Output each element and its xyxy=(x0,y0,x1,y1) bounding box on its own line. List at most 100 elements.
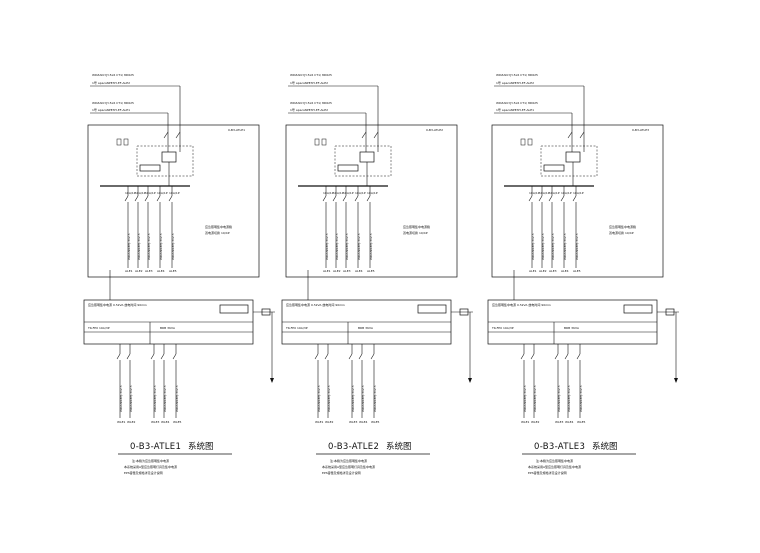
cable-spec: WDZAN-BYJ-3x2.5 xyxy=(137,233,141,260)
circuit-breaker-contact xyxy=(560,195,565,202)
cable-spec: WDZAN-BYJ-3x2.5 xyxy=(327,385,331,412)
footnote: 本系统采用A型应急照明灯具及集中电源 xyxy=(528,464,581,469)
lower-circuit-label: WLE3 xyxy=(349,420,358,424)
circuit-breaker-contact xyxy=(538,195,543,202)
cable-spec: WDZAN-BYJ-3x2.5 xyxy=(369,233,373,260)
footnote: 本系统采用A型应急照明灯具及集中电源 xyxy=(322,464,375,469)
box-note: 应急照明集中电源箱 xyxy=(609,224,636,229)
breaker-rating: 10A/1P xyxy=(343,191,354,195)
cable-spec: WDZAN-BYJ-3x2.5 xyxy=(159,233,163,260)
ats-dashed-frame xyxy=(540,145,598,177)
lower-circuit-label: WLE3 xyxy=(151,420,160,424)
cable-spec: WDZAN-BYJ-3x2.5 xyxy=(147,233,151,260)
circuit-label: ALE2 xyxy=(333,269,341,273)
footnote: 注:本箱为应急照明集中电源 xyxy=(536,458,573,463)
cable-spec: WDZAN-BYJ-3x2.5 xyxy=(579,385,583,412)
lower-breaker-contact xyxy=(530,353,535,360)
lower-breaker-contact xyxy=(126,353,131,360)
eps-source-label: BRB 3KVA xyxy=(358,326,374,330)
breaker-rating: 10A/1P xyxy=(135,191,146,195)
feeder-main-destination: 1号 apacsNPE3H-EF-ALE2 xyxy=(290,80,328,85)
lower-breaker-contact xyxy=(160,353,165,360)
footnote: EPS容量及规格详见设计说明 xyxy=(322,470,361,475)
eps-source-label: BRB 3KVA xyxy=(160,326,176,330)
lower-circuit-label: WLE1 xyxy=(315,420,324,424)
circuit-label: ALE2 xyxy=(539,269,547,273)
lower-circuit-label: WLE1 xyxy=(521,420,530,424)
cable-spec: WDZAN-BYJ-3x2.5 xyxy=(361,385,365,412)
lower-breaker-contact xyxy=(554,353,559,360)
footnote: EPS容量及规格详见设计说明 xyxy=(124,470,163,475)
lower-breaker-contact xyxy=(116,353,121,360)
caption-title: 系统图 xyxy=(386,441,412,452)
lower-circuit-label: WLE3 xyxy=(555,420,564,424)
arrow-down-icon xyxy=(468,378,472,383)
circuit-breaker-contact xyxy=(144,195,149,202)
cable-spec: WDZAN-BYJ-3x2.5 xyxy=(129,385,133,412)
eps-inverter-block xyxy=(417,304,447,314)
circuit-breaker-contact xyxy=(354,195,359,202)
breaker-rating: 10A/1P xyxy=(125,191,136,195)
ats-switch-body xyxy=(565,151,581,163)
breaker-rating: 10A/1P xyxy=(169,191,180,195)
circuit-label: ALE2 xyxy=(135,269,143,273)
breaker-rating: 10A/1P xyxy=(333,191,344,195)
eps-header: 应急照明集中电源 0.5kVA 放电时间 90min xyxy=(286,302,345,307)
circuit-breaker-contact xyxy=(322,195,327,202)
circuit-label: ALE3 xyxy=(549,269,557,273)
box-tag: 0-B3-ATLE1 xyxy=(228,128,245,132)
caption-code: 0-B3-ATLE3 xyxy=(534,442,585,452)
circuit-breaker-contact xyxy=(342,195,347,202)
meter-icon xyxy=(527,138,533,146)
footnote: 注:本箱为应急照明集中电源 xyxy=(330,458,367,463)
cable-spec: WDZAN-BYJ-3x2.5 xyxy=(575,233,579,260)
lower-circuit-label: WLE2 xyxy=(127,420,136,424)
circuit-label: ALE3 xyxy=(343,269,351,273)
feeder-backup-destination: 1号 apacsNPE3H-EF-ALE1 xyxy=(92,107,130,112)
caption-code: 0-B3-ATLE2 xyxy=(328,442,379,452)
lower-breaker-contact xyxy=(324,353,329,360)
meter-icon xyxy=(314,138,320,146)
breaker-rating: 10A/1P xyxy=(573,191,584,195)
feeder-backup-label: WDZAN-YJY-5x6 CT1/ 8D625 xyxy=(496,101,538,105)
lower-breaker-contact xyxy=(314,353,319,360)
arrow-down-icon xyxy=(674,378,678,383)
lower-breaker-contact xyxy=(564,353,569,360)
lower-circuit-label: WLE5 xyxy=(577,420,586,424)
upper-distribution-box xyxy=(87,124,260,278)
eps-bus-label: TK-FP0 10A/3P xyxy=(491,326,514,330)
eps-inverter-block xyxy=(219,304,249,314)
cable-spec: WDZAN-BYJ-3x2.5 xyxy=(325,233,329,260)
lower-circuit-label: WLE2 xyxy=(325,420,334,424)
cable-spec: WDZAN-BYJ-3x2.5 xyxy=(317,385,321,412)
cable-spec: WDZAN-BYJ-3x2.5 xyxy=(541,233,545,260)
circuit-label: ALE1 xyxy=(529,269,537,273)
circuit-breaker-contact xyxy=(572,195,577,202)
cable-spec: WDZAN-BYJ-3x2.5 xyxy=(163,385,167,412)
ats-controller xyxy=(139,164,161,172)
feeder-main-destination: 1号 apacsNPE3H-EF-ALE2 xyxy=(92,80,130,85)
circuit-label: ALE4 xyxy=(561,269,569,273)
lower-breaker-contact xyxy=(172,353,177,360)
lower-circuit-label: WLE5 xyxy=(173,420,182,424)
upper-distribution-box xyxy=(285,124,458,278)
lower-breaker-contact xyxy=(150,353,155,360)
breaker-rating: 10A/1P xyxy=(355,191,366,195)
cable-spec: WDZAN-BYJ-3x2.5 xyxy=(357,233,361,260)
lower-circuit-label: WLE4 xyxy=(359,420,368,424)
footnote: 本系统采用A型应急照明灯具及集中电源 xyxy=(124,464,177,469)
cable-spec: WDZAN-BYJ-3x2.5 xyxy=(531,233,535,260)
cable-spec: WDZAN-BYJ-3x2.5 xyxy=(563,233,567,260)
lower-breaker-contact xyxy=(370,353,375,360)
meter-icon xyxy=(123,138,129,146)
circuit-label: ALE4 xyxy=(355,269,363,273)
circuit-label: ALE1 xyxy=(125,269,133,273)
eps-inverter-block xyxy=(623,304,653,314)
circuit-breaker-contact xyxy=(332,195,337,202)
arrow-down-icon xyxy=(270,378,274,383)
lower-breaker-contact xyxy=(520,353,525,360)
lower-circuit-label: WLE4 xyxy=(565,420,574,424)
